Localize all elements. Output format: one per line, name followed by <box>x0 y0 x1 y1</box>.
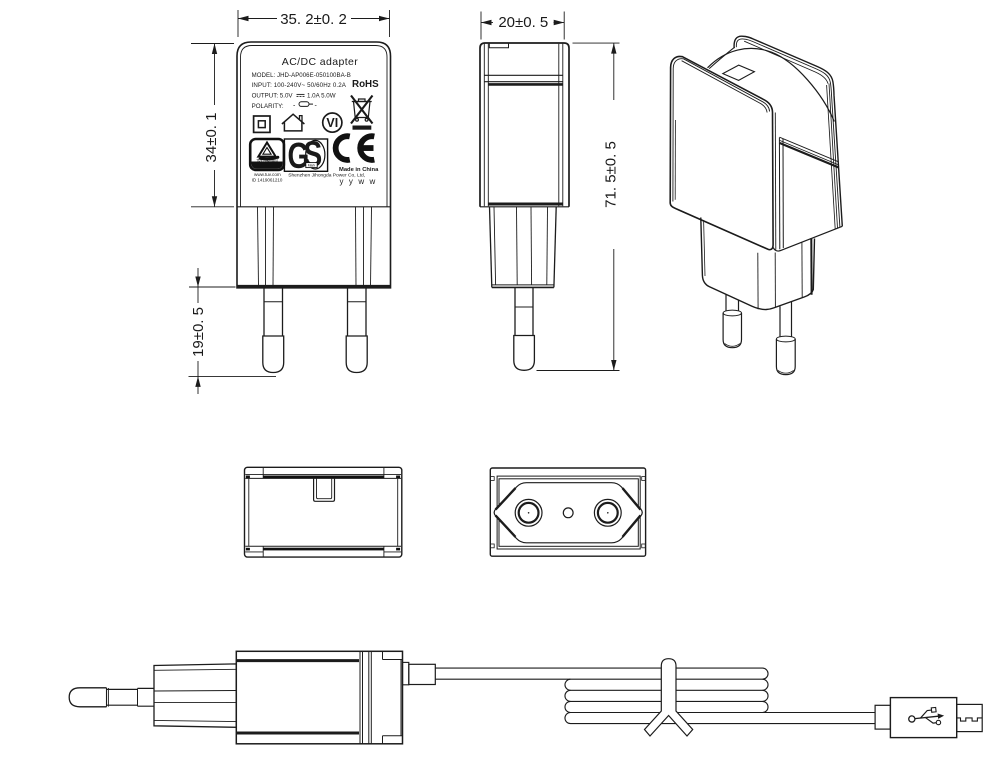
svg-text:S: S <box>304 134 323 174</box>
svg-text:www.tuv.com: www.tuv.com <box>254 172 281 177</box>
svg-text:ID 1419061210: ID 1419061210 <box>252 178 283 183</box>
svg-text:34±0. 1: 34±0. 1 <box>203 113 220 163</box>
svg-text:AC/DC adapter: AC/DC adapter <box>282 56 359 68</box>
svg-text:Shenzhen Jihongda Power Co, Lt: Shenzhen Jihongda Power Co, Ltd, <box>288 172 365 178</box>
svg-text:Made in China: Made in China <box>339 167 379 173</box>
svg-text:-: - <box>293 103 296 110</box>
svg-text:MODEL: JHD-AP006E-050100BA-B: MODEL: JHD-AP006E-050100BA-B <box>252 72 351 79</box>
svg-text:INPUT: 100-240V~ 50/60Hz 0.2: INPUT: 100-240V~ 50/60Hz 0.2A <box>252 82 347 89</box>
svg-text:71. 5±0. 5: 71. 5±0. 5 <box>603 141 620 208</box>
svg-text:19±0. 5: 19±0. 5 <box>190 307 207 357</box>
svg-text:Mark: Mark <box>308 164 316 168</box>
svg-text:G: G <box>288 136 310 176</box>
svg-text:POLARITY:: POLARITY: <box>252 103 284 110</box>
svg-text:-: - <box>315 103 318 110</box>
svg-text:TÜV Rheinland: TÜV Rheinland <box>256 158 278 162</box>
svg-text:OUTPUT: 5.0V: OUTPUT: 5.0V <box>252 93 294 100</box>
svg-text:VI: VI <box>326 116 338 130</box>
svg-text:20±0. 5: 20±0. 5 <box>498 14 548 31</box>
svg-text:35. 2±0. 2: 35. 2±0. 2 <box>280 11 347 28</box>
svg-text:1.0A 5.0W: 1.0A 5.0W <box>307 93 336 100</box>
svg-text:y y w w: y y w w <box>340 177 377 186</box>
svg-text:RoHS: RoHS <box>352 79 379 90</box>
